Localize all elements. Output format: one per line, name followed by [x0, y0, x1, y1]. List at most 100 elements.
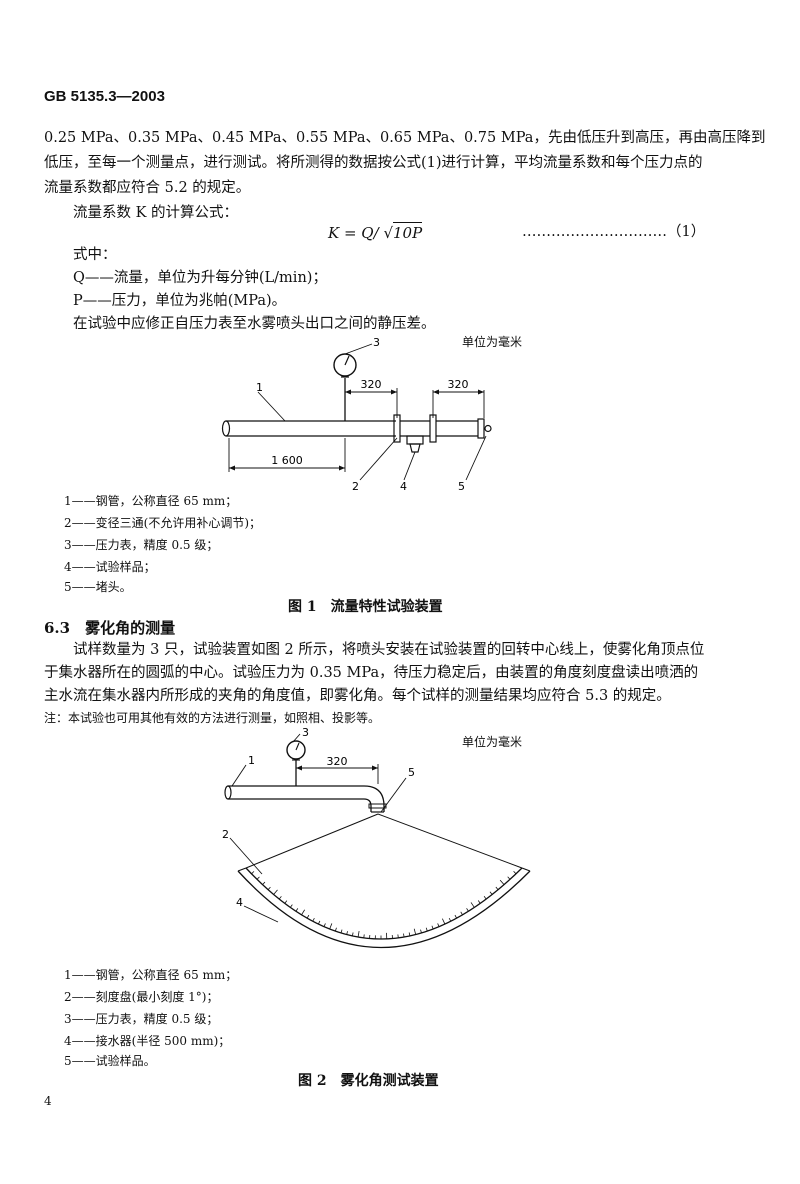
formula-lhs: K = Q/ — [328, 224, 379, 242]
figure2-unit-note: 单位为毫米 — [462, 735, 523, 749]
callout2-1: 1 — [248, 754, 255, 767]
tee-flange-right — [429, 414, 437, 443]
scale-tick — [290, 904, 293, 908]
scale-tick — [334, 927, 337, 932]
dim-label-320-b: 320 — [448, 378, 469, 391]
water-collector — [237, 870, 531, 949]
callout2-5: 5 — [408, 766, 415, 779]
scale-tick — [403, 933, 405, 938]
scale-tick — [437, 923, 440, 927]
scale-tick — [495, 886, 499, 890]
scale-ticks — [251, 870, 517, 939]
correction-note: 在试验中应修正自压力表至水雾喷头出口之间的静压差。 — [73, 316, 436, 332]
section-line-3: 主水流在集水器内所形成的夹角的角度值，即雾化角。每个试样的测量结果均应符合 5.… — [44, 688, 671, 704]
callout2-3: 3 — [302, 726, 309, 739]
scale-tick — [323, 923, 326, 927]
scale-tick — [507, 876, 511, 880]
scale-tick — [425, 927, 428, 932]
scale-tick — [454, 914, 457, 919]
scale-tick — [470, 902, 475, 908]
section-note: 注：本试验也可用其他有效的方法进行测量，如照相、投影等。 — [44, 711, 381, 725]
figure2-legend-1: 1——钢管，公称直径 65 mm； — [64, 968, 238, 982]
scale-tick — [273, 889, 278, 895]
scale-tick — [346, 931, 348, 935]
scale-tick — [431, 925, 434, 930]
formula: K = Q/ √10P — [328, 221, 423, 246]
sqrt-sign: √ — [383, 224, 394, 242]
scale-dial — [245, 867, 523, 940]
intro-line-2: 低压，至每一个测量点，进行测试。将所测得的数据按公式(1)进行计算，平均流量系数… — [44, 155, 703, 171]
scale-tick — [351, 932, 354, 937]
pipe2-end — [224, 785, 232, 800]
figure1-legend-2: 2——变径三通(不允许用补心调节)； — [64, 516, 261, 530]
callout-4: 4 — [400, 480, 407, 493]
dim-label-320-a: 320 — [361, 378, 382, 391]
figure1-diagram: 320 320 1 600 1 3 2 4 5 — [221, 336, 492, 493]
callout-2: 2 — [352, 480, 359, 493]
scale-tick — [357, 931, 360, 938]
scale-tick — [460, 911, 463, 916]
section-line-2: 于集水器所在的圆弧的中心。试验压力为 0.35 MPa，待压力稳定后，由装置的角… — [44, 665, 699, 681]
scale-tick — [466, 908, 469, 912]
variable-q: Q——流量，单位为升每分钟(L/min)； — [73, 270, 327, 286]
callout2-4: 4 — [236, 896, 243, 909]
scale-tick — [513, 870, 517, 875]
scale-tick — [448, 917, 452, 922]
formula-radicand: 10P — [393, 222, 423, 242]
callout-1: 1 — [256, 381, 263, 394]
scale-tick — [295, 908, 299, 912]
intro-line-1: 0.25 MPa、0.35 MPa、0.45 MPa、0.55 MPa、0.65… — [44, 130, 766, 146]
scale-tick — [312, 917, 315, 922]
tee-branch — [406, 435, 424, 445]
dim-label-1600: 1 600 — [271, 454, 303, 467]
scale-tick — [420, 929, 422, 934]
pipe-end — [221, 420, 231, 437]
formula-lead: 流量系数 K 的计算公式： — [73, 205, 239, 221]
figure2-legend-3: 3——压力表，精度 0.5 级； — [64, 1012, 219, 1026]
scale-tick — [318, 920, 321, 925]
figure1-legend-4: 4——试验样品； — [64, 560, 156, 574]
scale-tick — [267, 886, 271, 890]
figure1-legend-5: 5——堵头。 — [64, 580, 132, 594]
callout-5: 5 — [458, 480, 465, 493]
standard-code: GB 5135.3—2003 — [44, 88, 165, 105]
scale-tick — [477, 900, 481, 904]
section-line-1: 试样数量为 3 只，试验装置如图 2 所示，将喷头安装在试验装置的回转中心线上，… — [73, 642, 705, 658]
scale-tick — [499, 879, 505, 885]
dim2-label-320: 320 — [327, 755, 348, 768]
figure1-caption: 图 1 流量特性试验装置 — [288, 599, 443, 615]
scale-tick — [262, 881, 266, 885]
scale-tick — [306, 914, 310, 919]
figure2-legend-2: 2——刻度盘(最小刻度 1°)； — [64, 990, 219, 1004]
scale-tick — [408, 932, 411, 937]
page-number: 4 — [44, 1094, 52, 1108]
where-label: 式中： — [73, 247, 117, 263]
intro-line-3: 流量系数都应符合 5.2 的规定。 — [44, 180, 251, 196]
section-heading: 6.3 雾化角的测量 — [44, 619, 176, 637]
scale-tick — [441, 918, 446, 925]
scale-tick — [340, 929, 343, 934]
callout2-2: 2 — [222, 828, 229, 841]
figure1-unit-note: 单位为毫米 — [462, 335, 523, 349]
figure1-legend-1: 1——钢管，公称直径 65 mm； — [64, 494, 238, 508]
figure2-caption: 图 2 雾化角测试装置 — [298, 1073, 439, 1089]
callout-3: 3 — [373, 336, 380, 349]
spray-line-right — [377, 813, 523, 869]
figure2-diagram: 320 1 3 5 2 4 — [222, 726, 531, 949]
figure2-legend-4: 4——接水器(半径 500 mm)； — [64, 1034, 231, 1048]
end-plug — [477, 418, 485, 439]
test-sample-nozzle — [409, 443, 421, 453]
scale-tick — [284, 900, 288, 904]
figure2-legend-5: 5——试验样品。 — [64, 1054, 156, 1068]
scale-tick — [251, 871, 255, 875]
elbow-outer — [363, 785, 385, 812]
tee-flange-left — [393, 414, 401, 443]
scale-tick — [278, 896, 282, 900]
scale-tick — [489, 891, 493, 895]
figure1-legend-3: 3——压力表，精度 0.5 级； — [64, 538, 219, 552]
scale-tick — [301, 909, 306, 916]
spray-line-left — [245, 813, 379, 869]
scale-tick — [329, 923, 333, 930]
scale-tick — [483, 896, 487, 900]
formula-number: …………………………（1） — [522, 224, 706, 240]
